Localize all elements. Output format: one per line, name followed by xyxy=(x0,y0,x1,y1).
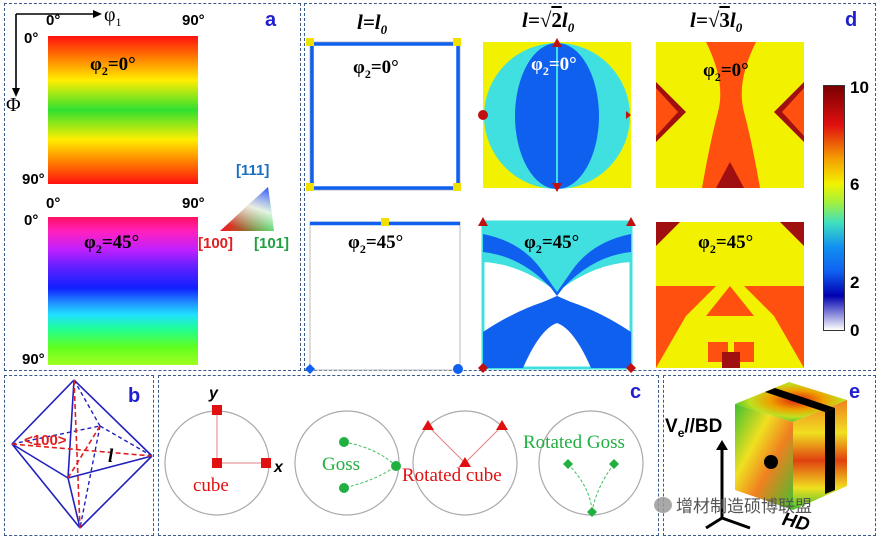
map-sqrt3-phi0 xyxy=(656,42,804,188)
cube-ve-label: Ve//BD xyxy=(665,416,723,440)
colorbar-tick-10: 10 xyxy=(850,78,869,97)
col-header-1: l=l0 xyxy=(357,10,388,38)
a-phi2-0-map xyxy=(48,36,198,184)
panel-d xyxy=(304,3,876,371)
octahedron-dir-label: <100> xyxy=(24,432,67,449)
col-header-2: l=√2l0 xyxy=(522,8,575,36)
octahedron-diagram xyxy=(11,379,153,529)
pole-goss-label: Goss xyxy=(322,454,361,475)
a-bot-deg-0-left: 0° xyxy=(24,212,39,229)
a-phi2-45-text: φ2=45° xyxy=(84,232,140,256)
a-bot-deg-90: 90° xyxy=(182,195,205,212)
axis-Phi-label: Φ xyxy=(6,94,21,116)
pole-cube-y-label: y xyxy=(209,385,218,402)
map-sqrt3-phi0-label: φ2=0° xyxy=(703,60,749,84)
cube-3d-render xyxy=(735,382,847,510)
panel-e xyxy=(663,375,876,536)
colorbar-tick-0: 0 xyxy=(850,321,860,340)
map-l0-phi45-label: φ2=45° xyxy=(348,232,404,256)
map-sqrt2-phi0 xyxy=(478,38,631,192)
a-bot-deg-90-bottom: 90° xyxy=(22,351,45,368)
panel-d-label: d xyxy=(845,9,858,31)
panel-a-axes xyxy=(12,10,102,97)
ipf-label-100: [100] xyxy=(198,235,234,252)
a-top-deg-90: 90° xyxy=(182,12,205,29)
axis-phi1-label: φ1 xyxy=(104,4,122,29)
map-l0-phi0-label: φ2=0° xyxy=(353,57,399,81)
a-bot-deg-0: 0° xyxy=(46,195,61,212)
ipf-triangle xyxy=(220,187,274,231)
map-l0-phi45 xyxy=(305,218,463,374)
pole-figure-rot-cube xyxy=(412,410,518,516)
panel-b xyxy=(4,375,154,536)
pole-figure-goss xyxy=(294,410,401,516)
watermark: 增材制造硕博联盟 xyxy=(654,492,812,517)
map-sqrt3-phi45 xyxy=(656,222,804,368)
map-sqrt2-phi45-label: φ2=45° xyxy=(524,232,580,256)
watermark-icon xyxy=(654,496,672,513)
a-phi2-45-map xyxy=(48,217,198,365)
colorbar xyxy=(823,85,845,331)
octahedron-l-label: l xyxy=(108,446,114,467)
ipf-label-101: [101] xyxy=(254,235,290,252)
a-top-deg-0-left: 0° xyxy=(24,30,39,47)
ipf-label-111: [111] xyxy=(236,162,270,179)
pole-rot-cube-label: Rotated cube xyxy=(402,465,502,486)
panel-a-label: a xyxy=(265,9,277,31)
panel-c-label: c xyxy=(630,381,642,403)
map-sqrt2-phi45 xyxy=(478,217,636,373)
pole-figure-rot-goss xyxy=(538,410,644,517)
pole-rot-goss-label: Rotated Goss xyxy=(523,432,625,453)
map-sqrt2-phi0-label: φ2=0° xyxy=(531,54,577,78)
pole-cube-label: cube xyxy=(193,475,229,496)
cube-axes-arrows xyxy=(705,440,751,530)
col-header-3: l=√3l0 xyxy=(690,8,743,36)
colorbar-tick-6: 6 xyxy=(850,175,860,194)
pole-figure-cube xyxy=(164,405,271,516)
map-l0-phi0 xyxy=(306,38,461,191)
panel-a xyxy=(4,3,301,371)
a-top-deg-0: 0° xyxy=(46,12,61,29)
a-phi2-0-text: φ2=0° xyxy=(90,54,136,78)
panel-e-label: e xyxy=(849,381,861,403)
pole-cube-x-label: x xyxy=(274,459,283,476)
panel-b-label: b xyxy=(128,385,141,407)
map-sqrt3-phi45-label: φ2=45° xyxy=(698,232,754,256)
colorbar-tick-2: 2 xyxy=(850,273,860,292)
a-top-deg-90-bottom: 90° xyxy=(22,171,45,188)
panel-c xyxy=(158,375,659,536)
